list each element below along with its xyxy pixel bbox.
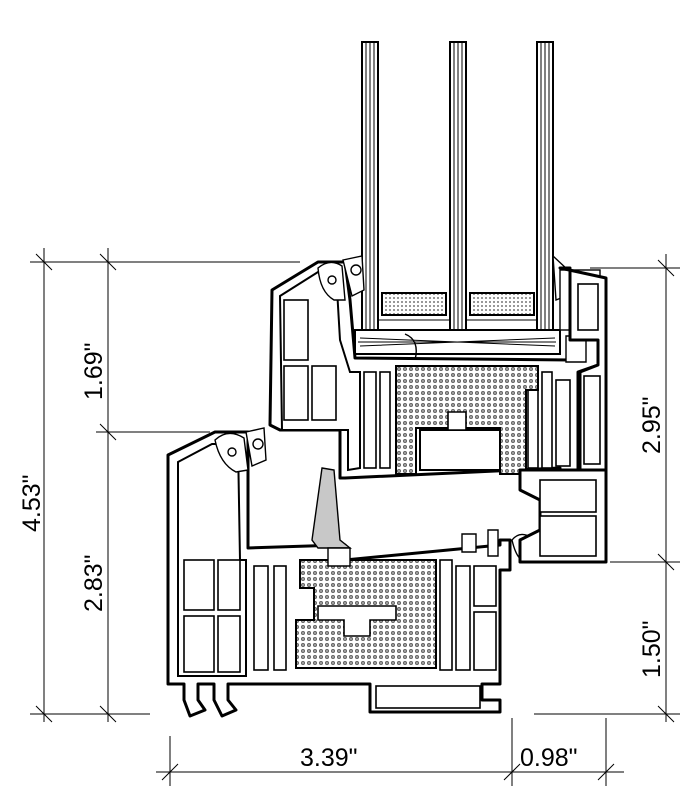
dim-right-lower: 1.50" [638,620,666,678]
spacer-bar-right [469,292,535,316]
dim-right-upper: 2.95" [638,396,666,454]
dim-sash-overhang: 0.98" [520,744,578,772]
center-seal [311,467,352,549]
spacer-bar-left [381,292,447,316]
dim-sash-height: 1.69" [80,342,108,400]
glazing-unit [361,41,554,333]
dim-frame-width: 3.39" [300,744,358,772]
dimension-lines [30,248,680,786]
dim-frame-height-left: 2.83" [80,554,108,612]
glazing-block [354,329,561,361]
dim-total-height: 4.53" [18,474,46,532]
